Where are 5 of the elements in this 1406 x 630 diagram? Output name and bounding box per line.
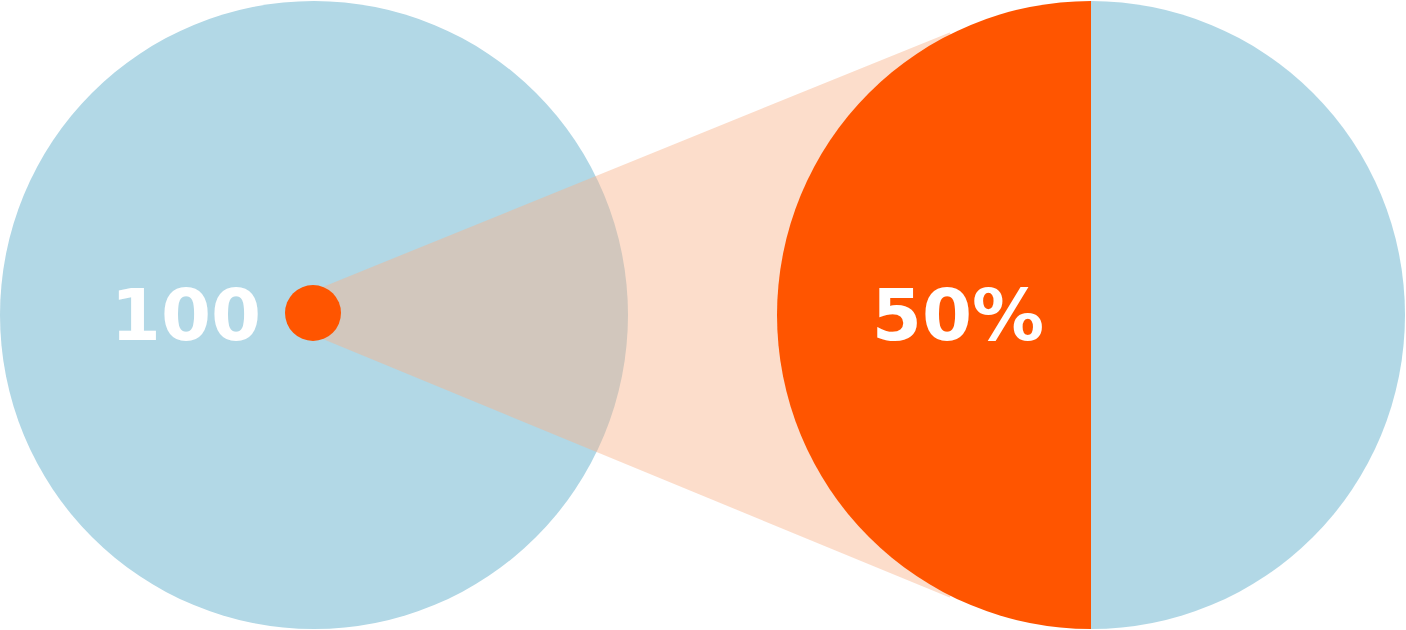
value-text: 50% [871, 279, 1045, 351]
value-text: 100 [110, 279, 262, 351]
dot-node [285, 285, 341, 341]
circle-node [0, 1, 628, 629]
split-circle-node [777, 1, 1405, 629]
